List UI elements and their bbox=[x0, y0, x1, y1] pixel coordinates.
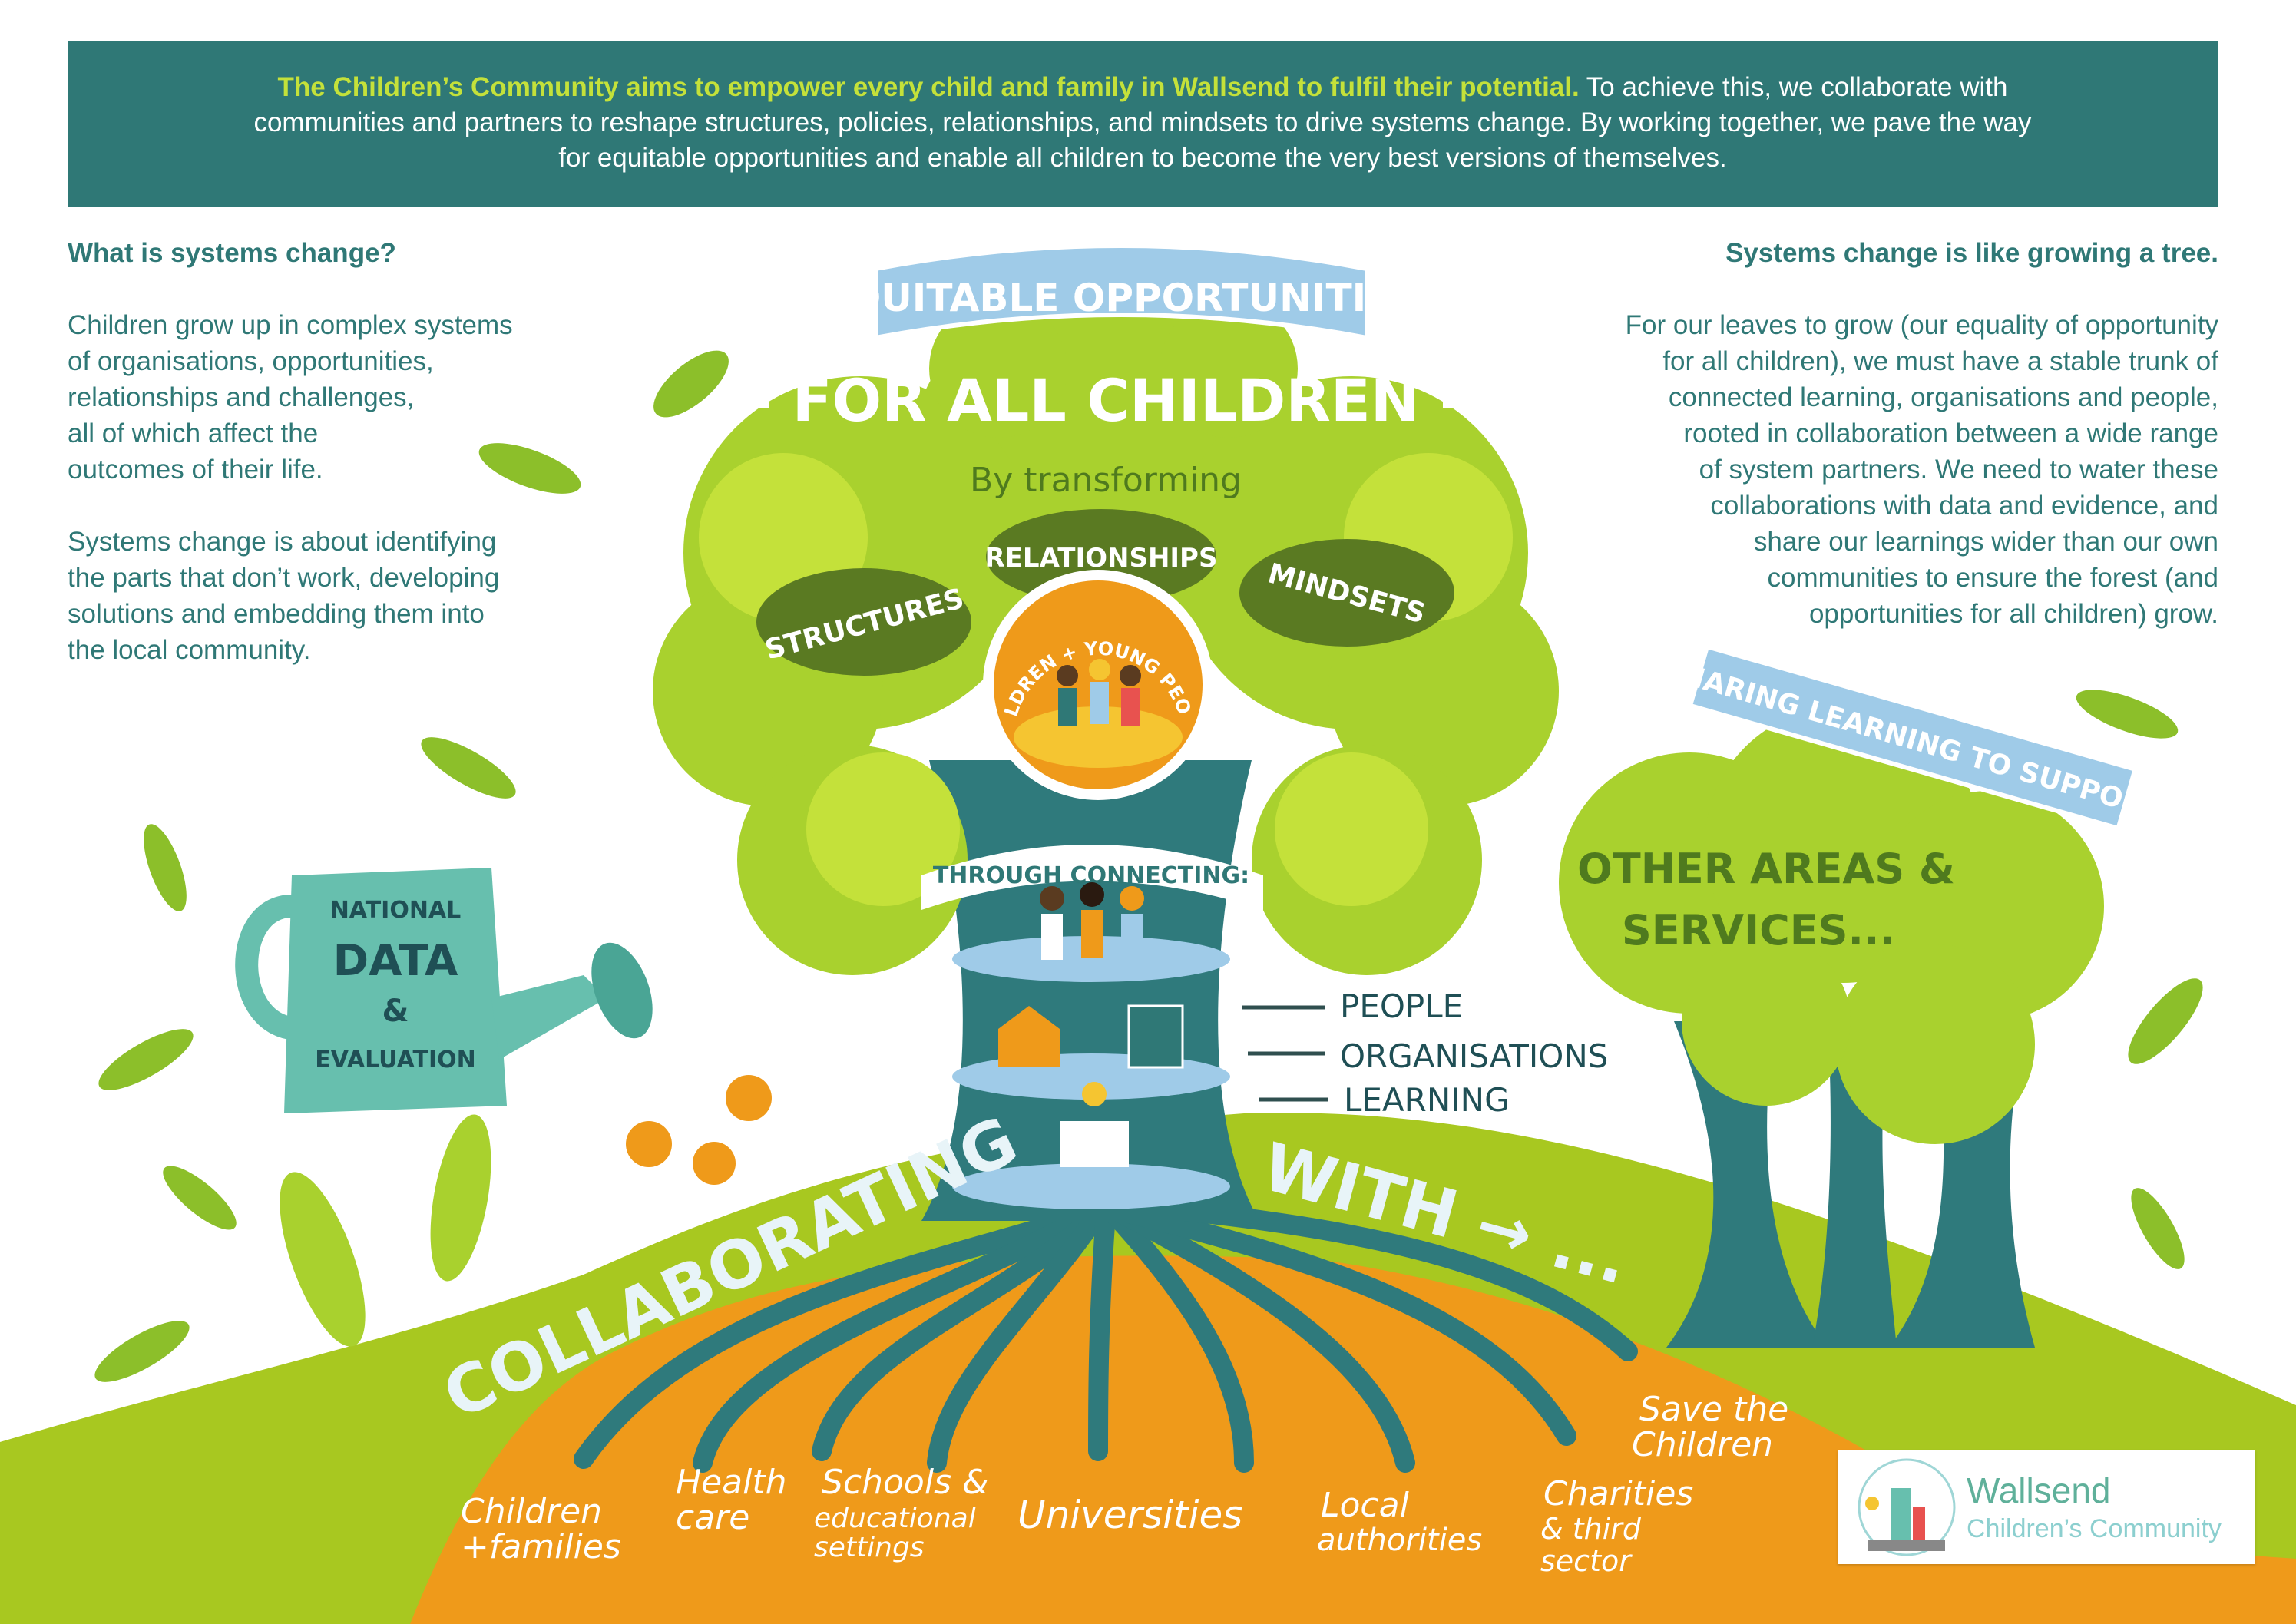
orange-ground bbox=[410, 1255, 2296, 1624]
wallsend-logo: Wallsend Children’s Community bbox=[1838, 1450, 2255, 1564]
right-heading: Systems change is like growing a tree. bbox=[1725, 238, 2218, 268]
other-areas-line2: SERVICES... bbox=[1622, 906, 1895, 954]
logo-wallsend: Wallsend bbox=[1967, 1470, 2111, 1510]
roots bbox=[574, 1196, 1638, 1473]
relationships-label: RELATIONSHIPS bbox=[985, 543, 1218, 574]
text-line: opportunities for all children) grow. bbox=[1808, 599, 2218, 629]
root-universities: Universities bbox=[1017, 1493, 1242, 1537]
left-column: What is systems change? Children grow up… bbox=[68, 235, 513, 704]
cloud-relationships: RELATIONSHIPS bbox=[985, 509, 1218, 604]
layer-organisations: ORGANISATIONS bbox=[1340, 1037, 1608, 1075]
text-line: For our leaves to grow (our equality of … bbox=[1625, 310, 2218, 340]
text-line: Children grow up in complex systems bbox=[68, 310, 513, 340]
text-line: Systems change is about identifying bbox=[68, 527, 497, 557]
text-line: connected learning, organisations and pe… bbox=[1668, 382, 2218, 412]
other-trees bbox=[1559, 706, 2104, 1348]
left-heading: What is systems change? bbox=[68, 238, 396, 268]
watering-can-icon bbox=[235, 868, 653, 1113]
text-line: of organisations, opportunities, bbox=[68, 346, 434, 376]
left-paragraph-2: Systems change is about identifying the … bbox=[68, 524, 513, 668]
crown-highlights bbox=[699, 453, 1513, 906]
mission-line1: To achieve this, we collaborate with bbox=[1579, 72, 2008, 102]
ribbon-equitable-opportunities: EQUITABLE OPPORTUNITIES bbox=[822, 276, 1421, 320]
text-line: the parts that don’t work, developing bbox=[68, 563, 500, 593]
can-ampersand: & bbox=[382, 994, 409, 1029]
text-line: communities to ensure the forest (and bbox=[1767, 563, 2218, 593]
mission-line2: communities and partners to reshape stru… bbox=[253, 107, 2032, 137]
mission-highlight: The Children’s Community aims to empower… bbox=[277, 72, 1580, 102]
by-transforming-label: By transforming bbox=[970, 461, 1242, 500]
plants-icon bbox=[280, 1114, 491, 1347]
text-line: rooted in collaboration between a wide r… bbox=[1683, 418, 2218, 448]
text-line: outcomes of their life. bbox=[68, 455, 323, 485]
can-national: NATIONAL bbox=[330, 897, 462, 924]
cloud-mindsets: MINDSETS bbox=[1239, 539, 1454, 647]
logo-childrens-community: Children’s Community bbox=[1967, 1514, 2222, 1543]
text-line: collaborations with data and evidence, a… bbox=[1710, 491, 2218, 521]
connecting-ribbon bbox=[921, 845, 1263, 910]
falling-leaves bbox=[94, 350, 2203, 1382]
organisations-buildings-icon bbox=[998, 1004, 1184, 1069]
circle-ground bbox=[1014, 706, 1183, 768]
children-figures-icon bbox=[1057, 659, 1141, 726]
can-data: DATA bbox=[333, 936, 458, 986]
layer-people: PEOPLE bbox=[1340, 987, 1463, 1025]
equitable-ribbon bbox=[873, 243, 1369, 341]
layer-learning: LEARNING bbox=[1344, 1081, 1510, 1119]
text-line: relationships and challenges, bbox=[68, 382, 415, 412]
other-areas-line1: OTHER AREAS & bbox=[1577, 845, 1955, 893]
for-all-children-title: - FOR ALL CHILDREN - bbox=[748, 366, 1464, 435]
mission-banner: The Children’s Community aims to empower… bbox=[68, 41, 2218, 207]
text-line: the local community. bbox=[68, 635, 311, 665]
people-figures-icon bbox=[1040, 882, 1144, 960]
text-line: for all children), we must have a stable… bbox=[1662, 346, 2218, 376]
root-children-families: Children+families bbox=[461, 1492, 621, 1566]
right-paragraph: For our leaves to grow (our equality of … bbox=[1626, 307, 2218, 632]
cloud-structures: STRUCTURES bbox=[756, 568, 971, 676]
text-line: all of which affect the bbox=[68, 418, 319, 448]
layer-label-lines bbox=[1242, 1005, 1328, 1102]
left-paragraph-1: Children grow up in complex systems of o… bbox=[68, 307, 513, 488]
mission-line1-row: The Children’s Community aims to empower… bbox=[68, 70, 2218, 105]
can-evaluation: EVALUATION bbox=[315, 1047, 476, 1073]
mission-line3: for equitable opportunities and enable a… bbox=[558, 143, 1727, 173]
flowers-icon bbox=[626, 1075, 772, 1185]
text-line: share our learnings wider than our own bbox=[1753, 527, 2218, 557]
text-line: solutions and embedding them into bbox=[68, 599, 485, 629]
text-line: of system partners. We need to water the… bbox=[1699, 455, 2218, 485]
right-column: Systems change is like growing a tree. F… bbox=[1626, 235, 2218, 668]
learning-book-icon bbox=[1060, 1082, 1129, 1167]
logo-town-icon bbox=[1858, 1458, 1956, 1556]
